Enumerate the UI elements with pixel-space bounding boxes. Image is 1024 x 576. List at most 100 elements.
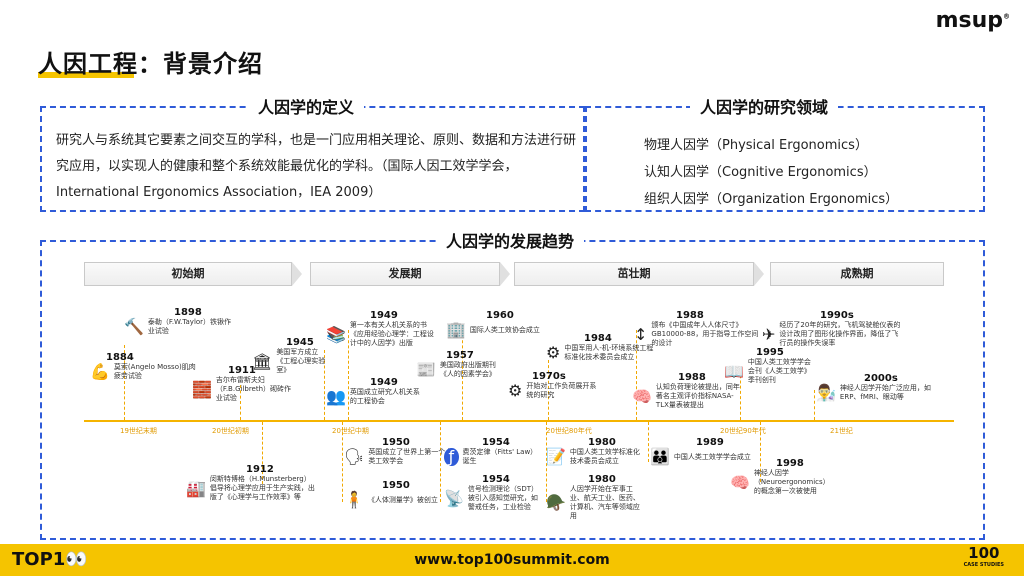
phase-development: 发展期 bbox=[310, 262, 500, 286]
event-year: 1960 bbox=[486, 310, 514, 321]
event-text: 吉尔布雷斯夫妇（F.B.Gilbreth）砌砖作业试验 bbox=[215, 376, 292, 402]
trend-heading: 人因学的发展趋势 bbox=[436, 228, 585, 252]
event-year: 1898 bbox=[174, 307, 202, 318]
scientist-icon: 👨‍🔬 bbox=[816, 383, 836, 402]
axis-tick: 20世纪初期 bbox=[212, 427, 249, 435]
fields-heading: 人因学的研究领域 bbox=[690, 94, 839, 118]
stem bbox=[240, 385, 242, 420]
event-text: 英国成立了世界上第一个人类工效学会 bbox=[368, 448, 453, 465]
height-arrows-icon: ↕ bbox=[634, 324, 648, 344]
top100-logo: TOP1👀 bbox=[12, 549, 88, 570]
event-year: 1998 bbox=[776, 458, 804, 469]
phase-initial: 初始期 bbox=[84, 262, 292, 286]
stem bbox=[740, 370, 742, 420]
phase-mature: 成熟期 bbox=[770, 262, 944, 286]
event-year: 1954 bbox=[482, 474, 510, 485]
event-text: 国际人类工效协会成立 bbox=[469, 325, 540, 334]
field-physical: 物理人因学（Physical Ergonomics） bbox=[644, 138, 868, 153]
event-text: 费茨定律（Fitts' Law）诞生 bbox=[462, 448, 534, 465]
event-text: 美国政府出版期刊《人的因素学会》 bbox=[439, 361, 496, 378]
event-1970s: 1970s ⚙开始对工作负荷展开系统的研究 bbox=[508, 371, 598, 400]
event-1957: 1957 📰美国政府出版期刊《人的因素学会》 bbox=[416, 350, 506, 379]
event-text: 开始对工作负荷展开系统的研究 bbox=[526, 382, 597, 399]
axis-tick: 19世纪末期 bbox=[120, 427, 157, 435]
bricks-icon: 🧱 bbox=[192, 379, 212, 399]
stem bbox=[462, 330, 464, 420]
logo-text: msup bbox=[935, 8, 1003, 33]
event-1911: 1911 🧱吉尔布雷斯夫妇（F.B.Gilbreth）砌砖作业试验 bbox=[192, 365, 292, 403]
field-cognitive: 认知人因学（Cognitive Ergonomics） bbox=[644, 165, 877, 180]
footer-bar bbox=[0, 544, 1024, 576]
muscle-icon: 💪 bbox=[90, 362, 110, 381]
event-1949-book: 1949 📚第一本有关人机关系的书《应用经验心理学：工程设计中的人因学》出版 bbox=[326, 310, 436, 348]
event-1954-sdt: 1954 📡信号检测理论（SDT）被引入感知觉研究，如警戒任务，工业检验 bbox=[444, 474, 544, 512]
field-organization: 组织人因学（Organization Ergonomics） bbox=[644, 192, 899, 207]
event-year: 1911 bbox=[228, 365, 256, 376]
document-icon: 📝 bbox=[546, 447, 566, 466]
case-studies-logo: 100 CASE STUDIES bbox=[964, 544, 1004, 571]
stem bbox=[636, 330, 638, 420]
event-1980-application: 1980 🪖人因学开始在军事工业、航天工业、医药、计算机、汽车等领域应用 bbox=[546, 474, 646, 521]
event-1898: 1898 🔨泰勒（F.W.Taylor）铁锹作业试验 bbox=[124, 307, 234, 336]
event-year: 1984 bbox=[584, 333, 612, 344]
axis-tick: 20世纪80年代 bbox=[546, 427, 592, 435]
event-text: 美国军方成立《工程心理实验室》 bbox=[276, 348, 326, 374]
event-text: 颁布《中国成年人人体尺寸》GB10000-88，用于指导工作空间的设计 bbox=[651, 321, 759, 347]
logo-mark: ® bbox=[1003, 12, 1010, 21]
definition-text: 研究人与系统其它要素之间交互的学科，也是一门应用相关理论、原则、数据和方法进行研… bbox=[56, 133, 577, 200]
book-icon: 📖 bbox=[724, 361, 744, 381]
event-text: 泰勒（F.W.Taylor）铁锹作业试验 bbox=[147, 318, 232, 335]
stem bbox=[648, 422, 650, 462]
event-1949-society: 1949 👥英国成立研究人机关系的工程协会 bbox=[326, 377, 426, 406]
case-studies-number: 100 bbox=[968, 544, 1000, 562]
phase-arrow bbox=[754, 262, 764, 286]
event-year: 2000s bbox=[864, 373, 898, 384]
phase-arrow bbox=[292, 262, 302, 286]
stem bbox=[548, 360, 550, 420]
event-year: 1980 bbox=[588, 437, 616, 448]
brain-icon: 🧠 bbox=[730, 472, 750, 492]
event-year: 1988 bbox=[676, 310, 704, 321]
event-year: 1949 bbox=[370, 310, 398, 321]
footer-url[interactable]: www.top100summit.com bbox=[414, 552, 610, 568]
standing-person-icon: 🧍 bbox=[344, 490, 364, 509]
event-1995: 1995 📖中国人类工效学学会会刊《人类工效学》季刊创刊 bbox=[724, 347, 814, 385]
function-icon: ƒ bbox=[444, 448, 459, 466]
title-highlight bbox=[38, 72, 134, 78]
event-text: 信号检测理论（SDT）被引入感知觉研究，如警戒任务，工业检验 bbox=[467, 485, 539, 511]
event-1960: 1960 🏢国际人类工效协会成立 bbox=[446, 310, 546, 339]
event-text: 神经人因学（Neuroergonomics）的概念第一次被使用 bbox=[753, 469, 830, 495]
event-text: 中国人类工效学标准化技术委员会成立 bbox=[569, 448, 640, 465]
event-text: 《人体测量学》被创立 bbox=[367, 495, 438, 504]
event-text: 认知负荷理论被提出，同年著名主观评价指标NASA-TLX量表被提出 bbox=[655, 383, 740, 409]
factory-icon: 🏭 bbox=[186, 478, 206, 498]
books-icon: 📚 bbox=[326, 324, 346, 344]
event-1950-anthropometry: 1950 🧍《人体测量学》被创立 bbox=[344, 480, 444, 509]
stem bbox=[124, 345, 126, 420]
gear-icon: ⚙ bbox=[546, 343, 561, 362]
event-text: 神经人因学开始广泛应用，如ERP、fMRI、眼动等 bbox=[839, 384, 931, 401]
event-text: 中国军用人-机-环境系统工程标准化技术委员会成立 bbox=[564, 344, 654, 361]
event-text: 第一本有关人机关系的书《应用经验心理学：工程设计中的人因学》出版 bbox=[349, 321, 434, 347]
event-year: 1949 bbox=[370, 377, 398, 388]
event-year: 1995 bbox=[756, 347, 784, 358]
event-year: 1970s bbox=[532, 371, 566, 382]
event-1980-standard: 1980 📝中国人类工效学标准化技术委员会成立 bbox=[546, 437, 646, 466]
event-1884: 1884 💪莫索(Angelo Mosso)肌肉疲劳试验 bbox=[90, 352, 200, 381]
event-year: 1957 bbox=[446, 350, 474, 361]
msup-logo: msup® bbox=[936, 8, 1010, 33]
event-year: 1988 bbox=[678, 372, 706, 383]
event-year: 1950 bbox=[382, 437, 410, 448]
shovel-icon: 🔨 bbox=[124, 317, 144, 336]
signal-icon: 📡 bbox=[444, 488, 464, 508]
event-year: 1945 bbox=[286, 337, 314, 348]
page-title: 人因工程：背景介绍 bbox=[38, 50, 263, 78]
people-icon: 👥 bbox=[326, 387, 346, 406]
stem bbox=[348, 330, 350, 420]
gear-icon: ⚙ bbox=[508, 381, 523, 400]
family-icon: 👪 bbox=[650, 447, 670, 466]
stem bbox=[814, 390, 816, 420]
event-2000s: 2000s 👨‍🔬神经人因学开始广泛应用，如ERP、fMRI、眼动等 bbox=[816, 373, 936, 402]
event-1988-gb: 1988 ↕颁布《中国成年人人体尺寸》GB10000-88，用于指导工作空间的设… bbox=[634, 310, 764, 348]
